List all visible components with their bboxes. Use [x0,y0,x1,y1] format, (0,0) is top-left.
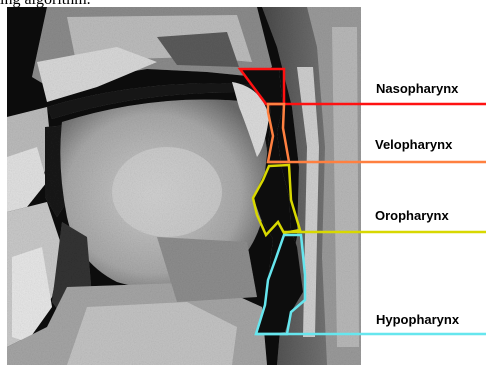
oropharynx-contour [253,165,486,235]
label-oropharynx: Oropharynx [375,208,449,223]
label-hypopharynx: Hypopharynx [376,312,459,327]
velopharynx-contour [268,104,486,162]
label-velopharynx: Velopharynx [375,137,452,152]
label-nasopharynx: Nasopharynx [376,81,458,96]
